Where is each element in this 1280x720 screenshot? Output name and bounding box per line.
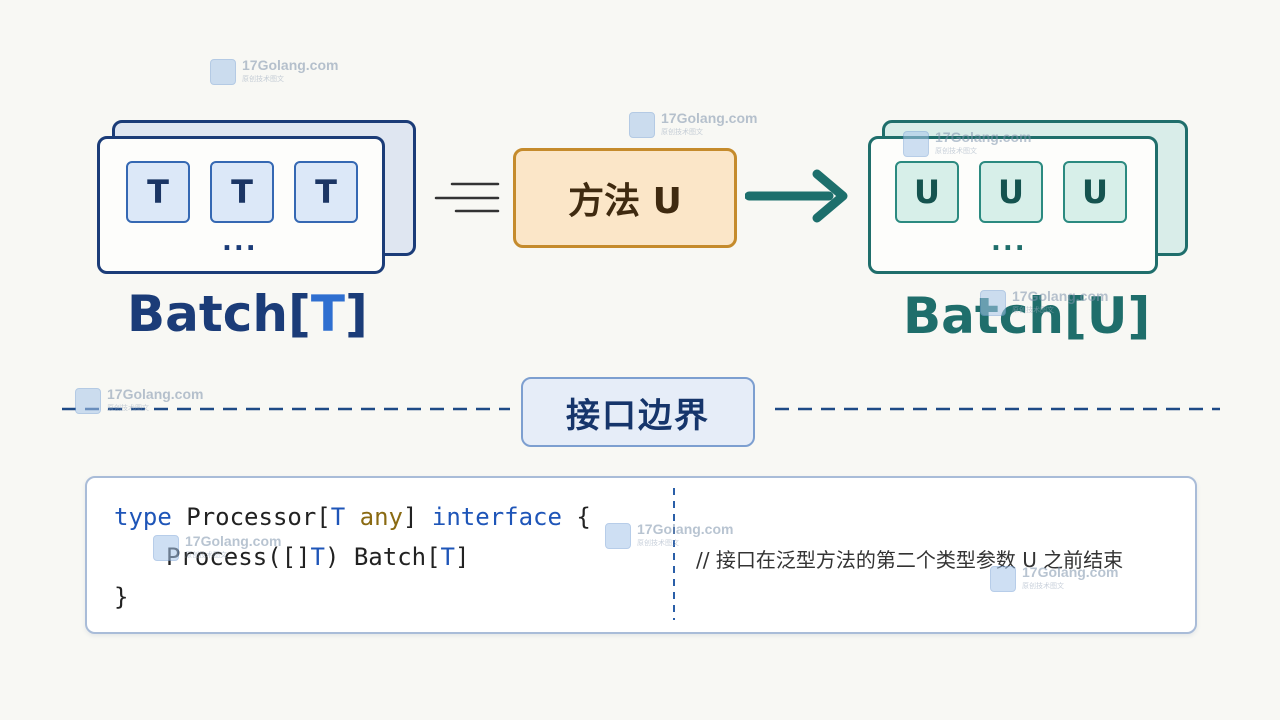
code-return-type: ) Batch[ [324,543,441,571]
watermark-logo-icon [75,388,101,414]
watermark-subtext: 原创技术图文 [661,129,703,136]
code-line-3: } [114,583,129,611]
watermark-text: 17Golang.com [1022,564,1119,580]
right-batch-label-suffix: ] [1127,287,1151,345]
code-brace-open: { [561,503,591,531]
code-return-param-t: T [440,543,455,571]
code-panel [85,476,1197,634]
interface-boundary-label: 接口边界 [521,377,755,447]
watermark-text: 17Golang.com [661,110,758,126]
motion-lines-icon [434,182,500,213]
watermark-text: 17Golang.com [242,57,339,73]
right-batch-cell-3: U [1063,161,1127,223]
right-batch-label-param: U [1086,287,1128,345]
watermark-subtext: 原创技术图文 [1022,583,1064,590]
watermark-text: 17Golang.com [185,533,282,549]
watermark-text: 17Golang.com [637,521,734,537]
watermark-subtext: 原创技术图文 [242,76,284,83]
left-batch-box: T T T ... [97,136,385,274]
code-keyword-type: type [114,503,172,531]
left-batch-cell-2: T [210,161,274,223]
watermark-subtext: 原创技术图文 [107,405,149,412]
watermark-logo-icon [903,131,929,157]
watermark-subtext: 原创技术图文 [935,148,977,155]
left-batch-label: Batch[T] [127,289,368,339]
code-method-signature: Process([] [166,543,311,571]
code-line-2: Process([]T) Batch[T] [166,545,469,569]
watermark-logo-icon [605,523,631,549]
watermark-logo-icon [629,112,655,138]
left-batch-label-suffix: ] [344,285,368,343]
code-bracket-close: ] [403,503,418,531]
boundary-dashed-line [62,407,1220,411]
code-keyword-interface: interface [417,503,562,531]
watermark-subtext: 原创技术图文 [1012,307,1054,314]
method-box: 方法 U [513,148,737,248]
code-param-type-t: T [310,543,325,571]
watermark-logo-icon [210,59,236,85]
code-type-name: Processor[ [171,503,331,531]
left-batch-label-prefix: Batch[ [127,285,311,343]
right-batch-cell-1: U [895,161,959,223]
watermark-subtext: 原创技术图文 [637,540,679,547]
arrow-right-icon [745,169,848,223]
watermark-logo-icon [153,535,179,561]
code-comment: // 接口在泛型方法的第二个类型参数 U 之前结束 [696,548,1124,572]
code-divider [673,488,675,620]
watermark-logo-icon [990,566,1016,592]
left-batch-cell-3: T [294,161,358,223]
watermark-subtext: 原创技术图文 [185,552,227,559]
code-constraint-any: any [345,503,403,531]
watermark-text: 17Golang.com [935,129,1032,145]
left-batch-ellipsis: ... [222,227,258,257]
code-line-1: type Processor[T any] interface { [114,505,591,529]
left-batch-label-param: T [310,285,345,343]
right-batch-box: U U U ... [868,136,1158,274]
code-return-close: ] [455,543,470,571]
right-batch-ellipsis: ... [991,227,1027,257]
watermark-logo-icon [980,290,1006,316]
left-batch-cell-1: T [126,161,190,223]
watermark-text: 17Golang.com [107,386,204,402]
watermark-text: 17Golang.com [1012,288,1109,304]
right-batch-cell-2: U [979,161,1043,223]
code-type-param-t: T [330,503,346,531]
